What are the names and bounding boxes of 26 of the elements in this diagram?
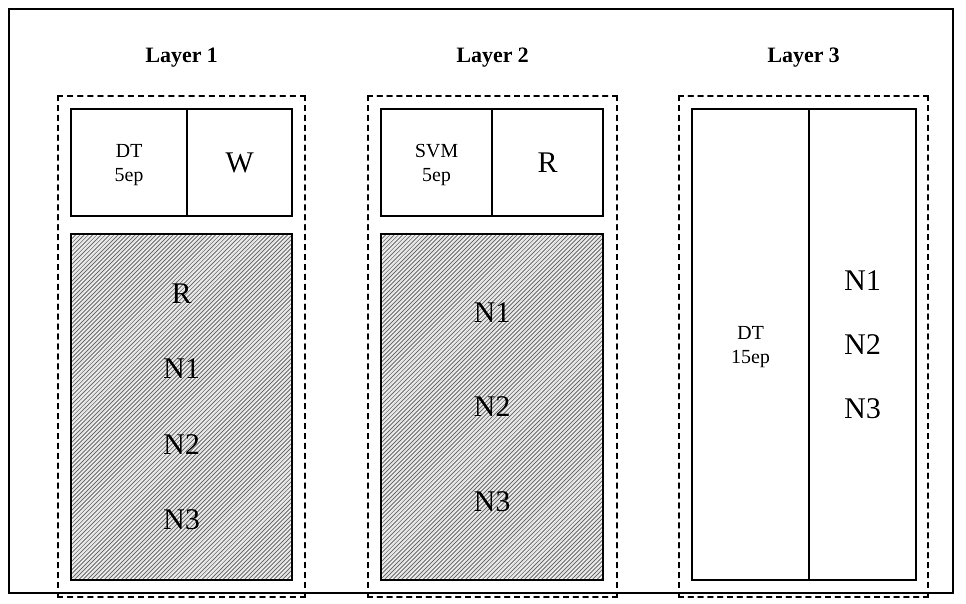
box-label: R (537, 146, 558, 180)
box-label: W (225, 146, 254, 180)
box-label: N3 (474, 484, 510, 518)
box-label: N1 (163, 352, 200, 386)
box-label: N2 (474, 390, 510, 424)
layer-heading: Layer 2 (455, 41, 530, 69)
box-label: N2 (163, 428, 200, 462)
hatched-box (70, 233, 293, 581)
layer-heading: Layer 3 (766, 41, 841, 69)
text-box (491, 108, 604, 217)
box-label: N2 (844, 328, 881, 362)
box-label: DT 15ep (730, 320, 771, 368)
layer-heading: Layer 1 (144, 41, 219, 69)
box-label: SVM 5ep (414, 138, 460, 186)
box-label: N1 (474, 296, 510, 330)
box-label: N3 (844, 392, 881, 426)
box-label: N1 (844, 264, 881, 298)
box-label: DT 5ep (114, 138, 144, 186)
text-box (70, 108, 188, 217)
text-box (380, 108, 493, 217)
text-box (691, 108, 810, 581)
box-label: R (171, 276, 192, 311)
hatched-box (380, 233, 604, 581)
text-box (808, 108, 917, 581)
text-box (186, 108, 293, 217)
box-label: N3 (163, 503, 200, 538)
